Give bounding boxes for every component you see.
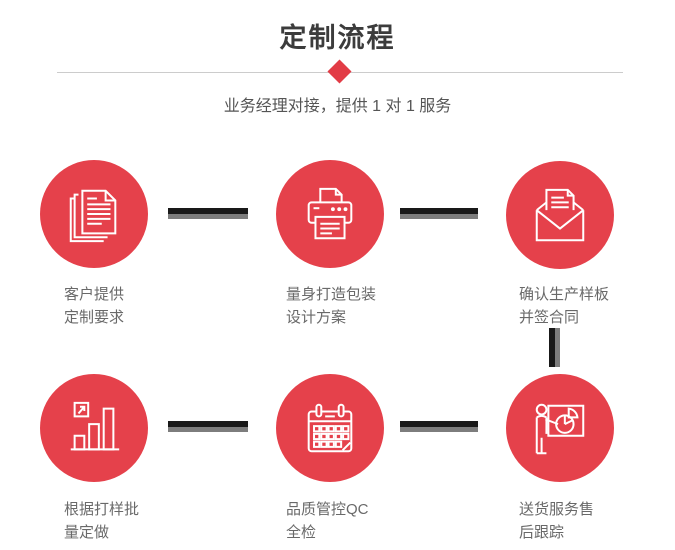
presenter-icon [529,397,591,459]
step-label-4: 根据打样批 量定做 [64,498,139,544]
step-label-line: 全检 [286,524,317,541]
calendar-icon [299,397,361,459]
printer-icon [299,183,361,245]
connector-row1-a [168,208,248,219]
connector-vertical [549,328,560,367]
step-label-line: 量定做 [64,524,110,541]
envelope-icon [529,184,591,246]
step-label-line: 量身打造包装 [286,286,377,303]
page-title: 定制流程 [279,23,396,53]
step-label-line: 品质管控QC [286,501,369,518]
step-label-line: 确认生产样板 [519,286,610,303]
bar-chart-icon [63,397,125,459]
step-circle-4 [40,374,148,482]
subtitle: 业务经理对接，提供 1 对 1 服务 [223,98,452,115]
step-circle-6 [506,374,614,482]
step-label-line: 客户提供 [64,286,125,303]
connector-row2-b [400,421,478,432]
step-label-line: 根据打样批 [64,501,140,518]
step-label-1: 客户提供 定制要求 [64,283,124,329]
step-label-line: 设计方案 [286,309,347,326]
step-circle-5 [276,374,384,482]
step-label-6: 送货服务售 后跟踪 [519,498,594,544]
step-label-line: 并签合同 [519,309,580,326]
step-circle-1 [40,160,148,268]
diamond-icon [327,59,352,84]
connector-row1-b [400,208,478,219]
step-circle-3 [506,161,614,269]
connector-row2-a [168,421,248,432]
step-circle-2 [276,160,384,268]
step-label-line: 后跟踪 [519,524,565,541]
step-label-line: 定制要求 [64,309,125,326]
step-label-3: 确认生产样板 并签合同 [519,283,609,329]
step-label-2: 量身打造包装 设计方案 [286,283,376,329]
step-label-5: 品质管控QC 全检 [286,498,369,544]
documents-icon [63,183,125,245]
step-label-line: 送货服务售 [519,501,595,518]
